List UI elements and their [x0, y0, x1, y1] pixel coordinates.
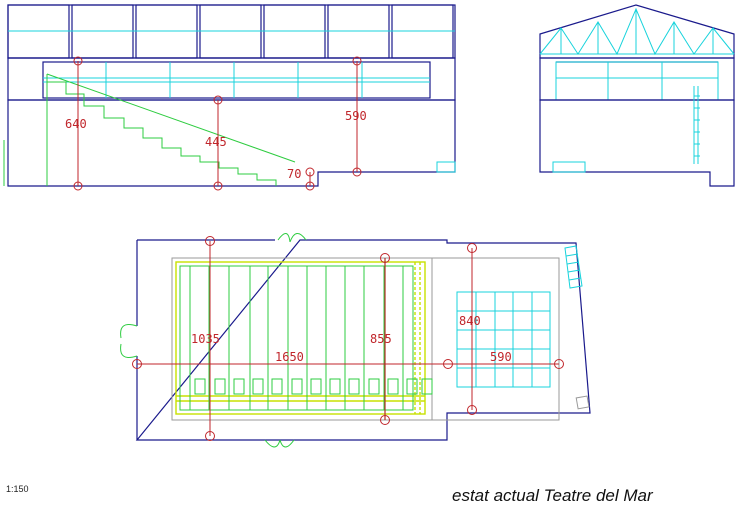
cross-section	[539, 4, 735, 187]
roof-truss	[539, 7, 735, 56]
dim-840: 840	[459, 314, 481, 328]
drawing-title: estat actual Teatre del Mar	[452, 486, 654, 505]
seating-steps	[47, 81, 277, 186]
dim-640: 640	[65, 117, 87, 131]
section-dimension-lines	[73, 56, 362, 191]
scale-label: 1:150	[6, 484, 29, 494]
floor-plan: 1035 1650 855 840 590	[120, 233, 591, 448]
section-lower-volume	[7, 99, 456, 187]
plan-doors	[120, 233, 307, 448]
plan-dimension-lines	[132, 236, 564, 441]
stage-grid	[456, 291, 551, 388]
dim-590-section: 590	[345, 109, 367, 123]
seat-rows	[179, 265, 414, 411]
roof-outline	[539, 4, 735, 59]
seating-platform	[175, 261, 426, 415]
seat-blocks	[194, 378, 433, 395]
dim-1650: 1650	[275, 350, 304, 364]
dim-855: 855	[370, 332, 392, 346]
dim-590-plan: 590	[490, 350, 512, 364]
longitudinal-section: 640 445 590 70	[3, 4, 456, 191]
plan-stair	[564, 245, 583, 289]
cross-section-ladder	[693, 86, 700, 164]
dim-1035: 1035	[191, 332, 220, 346]
dim-70: 70	[287, 167, 301, 181]
dim-445: 445	[205, 135, 227, 149]
